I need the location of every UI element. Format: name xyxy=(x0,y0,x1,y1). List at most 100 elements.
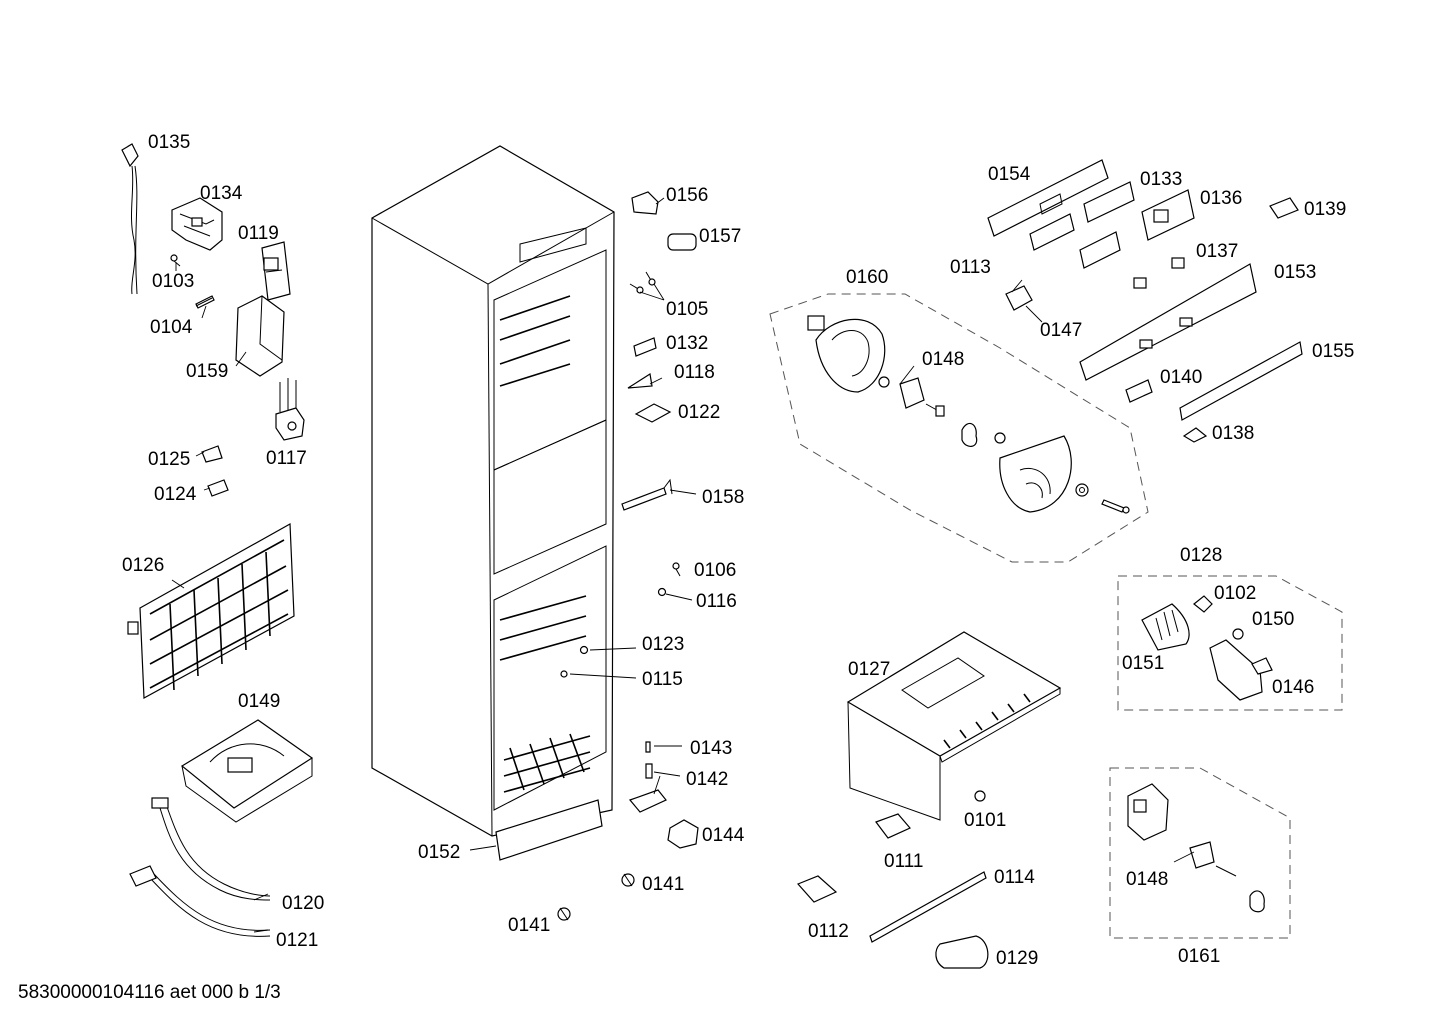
label-0105: 0105 xyxy=(666,299,708,320)
connector-part-0146 xyxy=(1251,657,1273,675)
fan-blade-part xyxy=(961,422,978,447)
label-0127: 0127 xyxy=(848,659,890,680)
label-0160: 0160 xyxy=(846,267,888,288)
label-0157: 0157 xyxy=(699,226,741,247)
pin-part-0143 xyxy=(645,741,651,753)
condenser-grille-part-0126 xyxy=(127,523,295,699)
screw-part xyxy=(1101,499,1130,514)
label-0121: 0121 xyxy=(276,930,318,951)
foot-part-0141-lower xyxy=(557,907,571,921)
pad-part-0157 xyxy=(667,233,697,251)
label-0129: 0129 xyxy=(996,948,1038,969)
label-0102: 0102 xyxy=(1214,583,1256,604)
control-module-housing-part xyxy=(171,197,223,251)
label-0104: 0104 xyxy=(150,317,193,338)
lamp-holder-part-0113 xyxy=(1005,285,1033,311)
fan-grille-part xyxy=(999,435,1072,513)
fan-shroud-part xyxy=(807,315,886,393)
label-0115: 0115 xyxy=(642,669,683,690)
label-0135: 0135 xyxy=(148,132,190,153)
label-0136: 0136 xyxy=(1200,188,1242,209)
fan-hub-part xyxy=(994,432,1006,444)
lens-part-0140 xyxy=(1125,379,1153,403)
label-0116: 0116 xyxy=(696,591,737,612)
thermostat-part-0117 xyxy=(275,378,305,441)
plug-part-0115 xyxy=(560,670,568,678)
label-0158: 0158 xyxy=(702,487,744,508)
label-0148-a: 0148 xyxy=(922,349,964,370)
panel-part-0153 xyxy=(1079,263,1257,381)
nut-part-0101 xyxy=(974,790,986,802)
clip-part-0124 xyxy=(207,479,229,497)
label-0128: 0128 xyxy=(1180,545,1222,566)
motor-housing-part xyxy=(1127,783,1169,841)
bulb-part-0102 xyxy=(1193,595,1213,613)
label-0141-upper: 0141 xyxy=(642,874,684,895)
label-0148-b: 0148 xyxy=(1126,869,1168,890)
label-0134: 0134 xyxy=(200,183,243,204)
control-panel-part-0154 xyxy=(987,159,1109,237)
group-outline-0128 xyxy=(1117,575,1343,711)
label-0142: 0142 xyxy=(686,769,728,790)
cover-part-0144 xyxy=(667,819,699,849)
relay-part-0119 xyxy=(261,241,291,301)
cover-part-0159 xyxy=(235,295,285,377)
wire-harness-part-0121 xyxy=(129,865,271,937)
foot-part-0142 xyxy=(628,763,667,813)
wire-harness-part-0120 xyxy=(151,797,271,901)
part-labels: 0135 0134 0119 0103 0104 0159 0125 0117 … xyxy=(122,132,1354,969)
label-0153: 0153 xyxy=(1274,262,1316,283)
wedge-part-0118 xyxy=(627,373,653,389)
rail-part-0158 xyxy=(621,478,673,511)
label-0124: 0124 xyxy=(154,484,197,505)
clip-part-0112 xyxy=(796,875,838,903)
clip-part-0125 xyxy=(201,445,223,463)
fridge-cabinet-part-0152 xyxy=(371,145,615,861)
foot-part-0141-upper xyxy=(621,873,635,887)
label-0101: 0101 xyxy=(964,810,1006,831)
frame-part-0122 xyxy=(634,403,672,423)
label-0141-lower: 0141 xyxy=(508,915,550,936)
label-0150: 0150 xyxy=(1252,609,1294,630)
washer-part xyxy=(1075,483,1089,497)
block-part-0111 xyxy=(875,813,911,839)
label-0118: 0118 xyxy=(674,362,715,383)
evaporator-cover-part-0127 xyxy=(846,631,1062,821)
screw-part-0106 xyxy=(672,562,681,577)
screw-part-0103 xyxy=(170,254,181,267)
rod-part-0114 xyxy=(869,871,987,943)
label-0120: 0120 xyxy=(282,893,324,914)
power-cord-part xyxy=(121,143,139,295)
label-0106: 0106 xyxy=(694,560,736,581)
cover-part-0138 xyxy=(1182,427,1208,443)
strip-part-0155 xyxy=(1179,341,1303,421)
fan-blade-part-b xyxy=(1249,890,1265,913)
label-0123: 0123 xyxy=(642,634,684,655)
label-0111: 0111 xyxy=(884,851,923,872)
label-0114: 0114 xyxy=(994,867,1035,888)
socket-part-0150 xyxy=(1232,628,1244,640)
label-0112: 0112 xyxy=(808,921,849,942)
label-0156: 0156 xyxy=(666,185,708,206)
group-outline-0161 xyxy=(1109,767,1291,939)
label-0154: 0154 xyxy=(988,164,1031,185)
label-0151: 0151 xyxy=(1122,653,1164,674)
label-0125: 0125 xyxy=(148,449,190,470)
label-0155: 0155 xyxy=(1312,341,1354,362)
label-0117: 0117 xyxy=(266,448,307,469)
label-0122: 0122 xyxy=(678,402,720,423)
label-0126: 0126 xyxy=(122,555,164,576)
group-outline-0160 xyxy=(769,293,1149,563)
label-0159: 0159 xyxy=(186,361,228,382)
label-0147: 0147 xyxy=(1040,320,1082,341)
leader-lines xyxy=(171,197,1195,933)
document-code: 58300000104116 aet 000 b 1/3 xyxy=(18,982,281,1003)
label-0140: 0140 xyxy=(1160,367,1202,388)
label-0133: 0133 xyxy=(1140,169,1182,190)
screw-part-0105 xyxy=(629,271,656,294)
knob-part-0133 xyxy=(1029,181,1135,269)
switch-part-0136 xyxy=(1141,189,1195,241)
switch-part-0139 xyxy=(1269,197,1299,219)
label-0146: 0146 xyxy=(1272,677,1314,698)
